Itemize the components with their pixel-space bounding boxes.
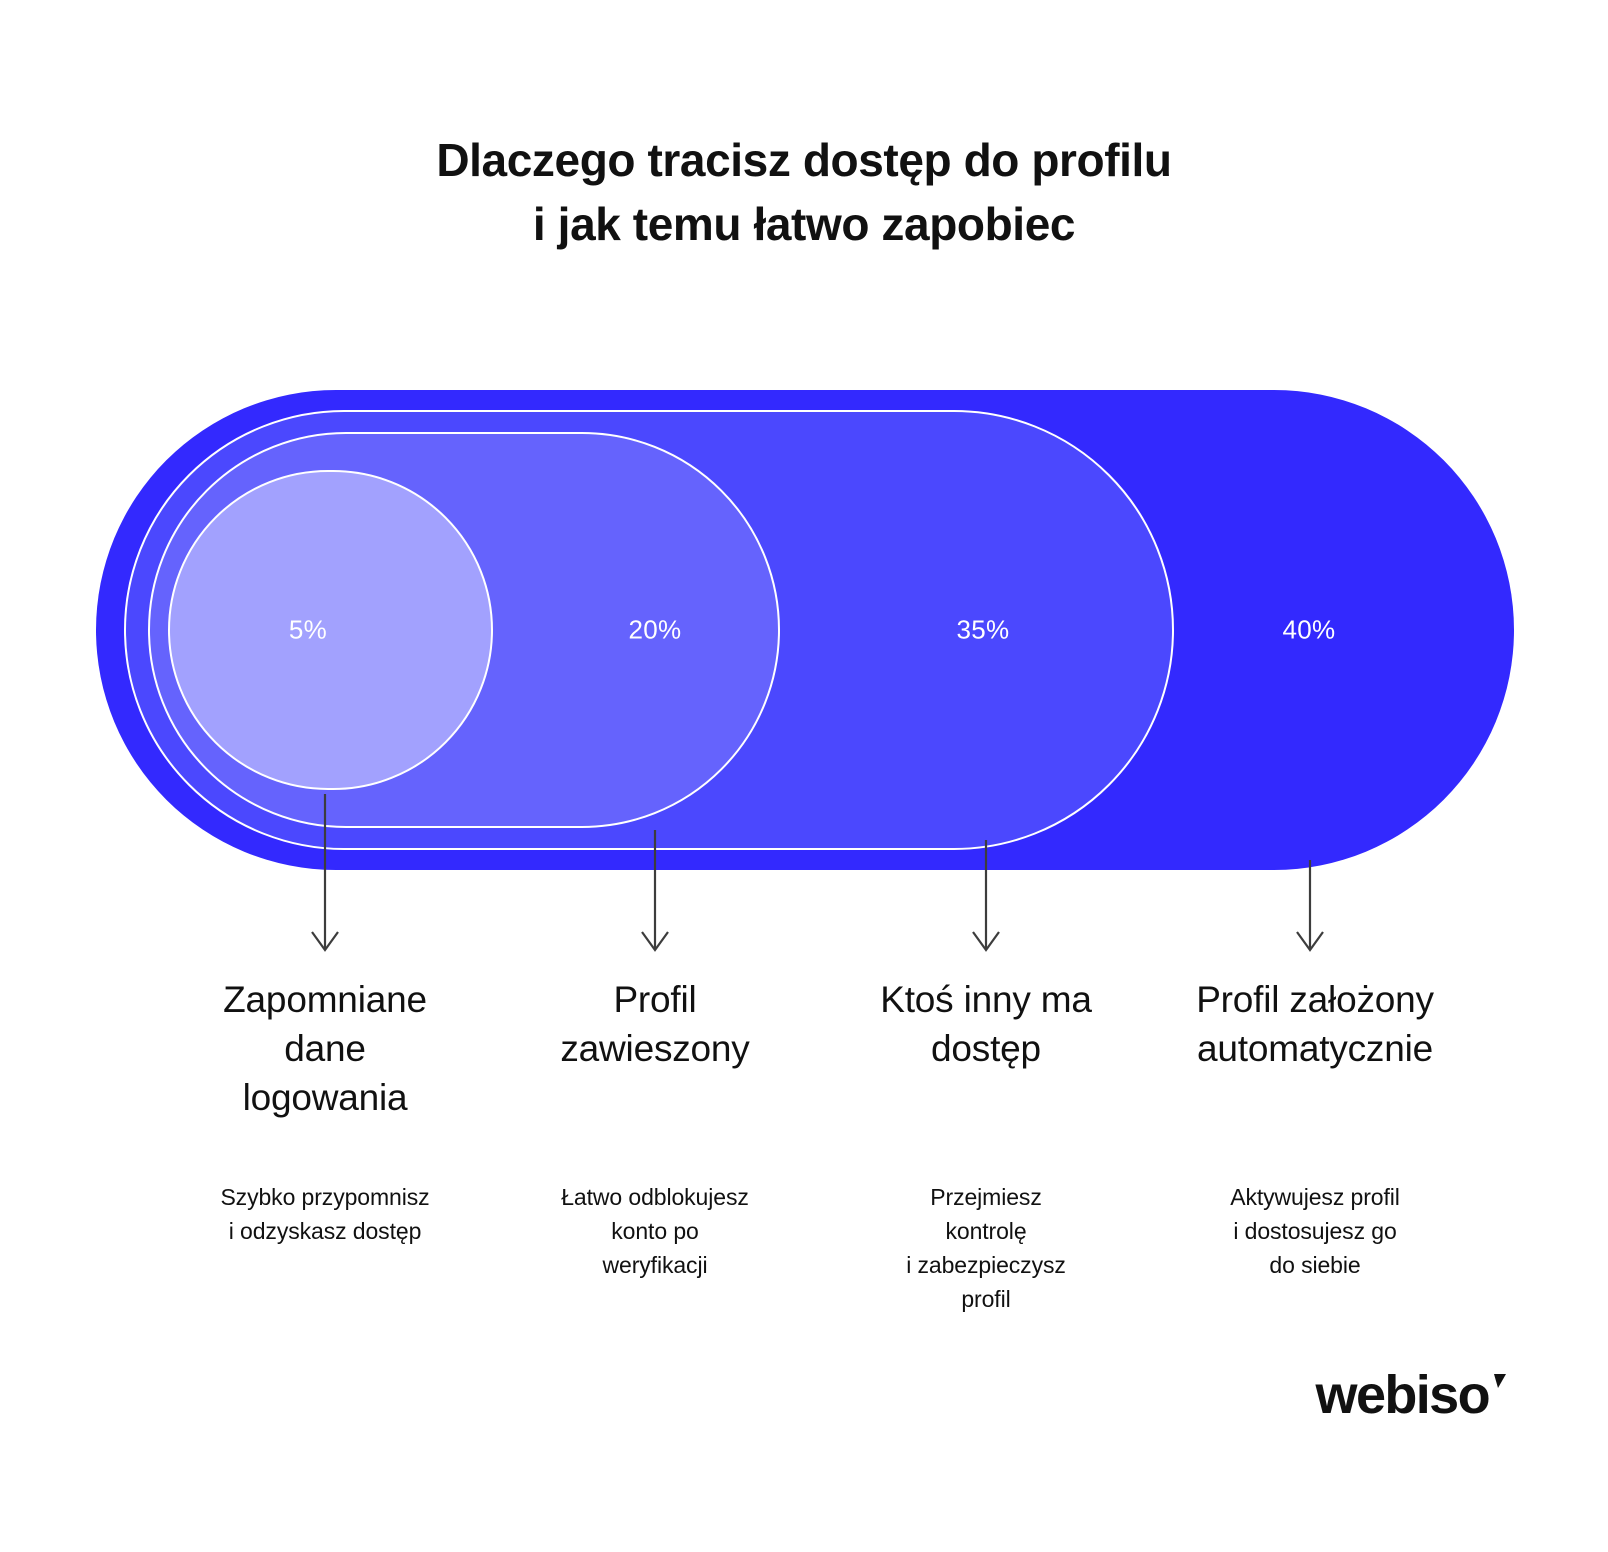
- connector-arrowhead-1: [311, 931, 339, 952]
- legend-item-1-title-line-1: Zapomniane: [223, 979, 427, 1020]
- segment-percent-2: 20%: [628, 614, 682, 645]
- connector-arrowhead-2: [641, 931, 669, 952]
- legend-item-1-title: Zapomniane dane logowania: [165, 975, 485, 1122]
- legend-item-2-title-line-2: zawieszony: [560, 1028, 750, 1069]
- legend-item-2-sub-line-1: Łatwo odblokujesz: [561, 1184, 749, 1210]
- page-title-line-2: i jak temu łatwo zapobiec: [532, 198, 1076, 250]
- segment-percent-3: 35%: [956, 614, 1010, 645]
- legend-item-3-sub-line-3: i zabezpieczysz: [906, 1252, 1066, 1278]
- legend-item-2-title-line-1: Profil: [613, 979, 697, 1020]
- legend-item-1-sub-line-2: i odzyskasz dostęp: [228, 1218, 422, 1244]
- legend-item-1-title-line-2: dane: [284, 1028, 366, 1069]
- legend-item-4-title-line-1: Profil założony: [1196, 979, 1434, 1020]
- legend-item-2-sub-line-2: konto po: [611, 1218, 699, 1244]
- legend-item-3-title-line-2: dostęp: [931, 1028, 1041, 1069]
- legend-item-3-sub-line-1: Przejmiesz: [930, 1184, 1042, 1210]
- legend-item-3: Ktoś inny ma dostęp Przejmiesz kontrolę …: [840, 975, 1132, 1312]
- legend-item-3-title-line-1: Ktoś inny ma: [880, 979, 1092, 1020]
- legend-item-4-sub-line-1: Aktywujesz profil: [1230, 1184, 1400, 1210]
- brand-logo: webiso: [1316, 1368, 1512, 1422]
- legend-item-3-sub-line-4: profil: [961, 1286, 1011, 1312]
- legend-item-2-sub-line-3: weryfikacji: [602, 1252, 708, 1278]
- legend-item-4-subtitle: Aktywujesz profil i dostosujesz go do si…: [1160, 1180, 1470, 1282]
- legend-item-3-sub-line-2: kontrolę: [945, 1218, 1027, 1244]
- legend-item-2-title: Profil zawieszony: [505, 975, 805, 1073]
- legend-item-1-subtitle: Szybko przypomnisz i odzyskasz dostęp: [165, 1180, 485, 1248]
- legend-item-4-title-line-2: automatycznie: [1197, 1028, 1433, 1069]
- segment-percent-1: 5%: [288, 614, 328, 645]
- legend-columns: Zapomniane dane logowania Szybko przypom…: [0, 975, 1608, 1355]
- legend-item-1: Zapomniane dane logowania Szybko przypom…: [165, 975, 485, 1244]
- legend-item-1-sub-line-1: Szybko przypomnisz: [220, 1184, 430, 1210]
- legend-item-3-subtitle: Przejmiesz kontrolę i zabezpieczysz prof…: [840, 1180, 1132, 1316]
- connector-arrowhead-3: [972, 931, 1000, 952]
- segment-percent-4: 40%: [1282, 614, 1336, 645]
- page-title: Dlaczego tracisz dostęp do profilu i jak…: [0, 128, 1608, 256]
- page-title-line-1: Dlaczego tracisz dostęp do profilu: [436, 134, 1172, 186]
- chart-segment-1: [168, 470, 493, 790]
- connector-arrows-svg: [311, 794, 1324, 952]
- legend-item-3-title: Ktoś inny ma dostęp: [840, 975, 1132, 1073]
- legend-item-1-title-line-3: logowania: [242, 1077, 408, 1118]
- legend-item-4-title: Profil założony automatycznie: [1160, 975, 1470, 1073]
- legend-item-2-subtitle: Łatwo odblokujesz konto po weryfikacji: [505, 1180, 805, 1282]
- legend-item-2: Profil zawieszony Łatwo odblokujesz kont…: [505, 975, 805, 1278]
- legend-item-4-sub-line-2: i dostosujesz go: [1233, 1218, 1397, 1244]
- nested-pill-chart: 5% 20% 35% 40%: [0, 390, 1608, 870]
- tick-mark-icon: [1492, 1372, 1512, 1401]
- legend-item-4: Profil założony automatycznie Aktywujesz…: [1160, 975, 1470, 1278]
- connector-arrows: [0, 780, 1608, 980]
- brand-logo-text: webiso: [1315, 1365, 1491, 1425]
- connector-arrowhead-4: [1296, 931, 1324, 952]
- legend-item-4-sub-line-3: do siebie: [1269, 1252, 1361, 1278]
